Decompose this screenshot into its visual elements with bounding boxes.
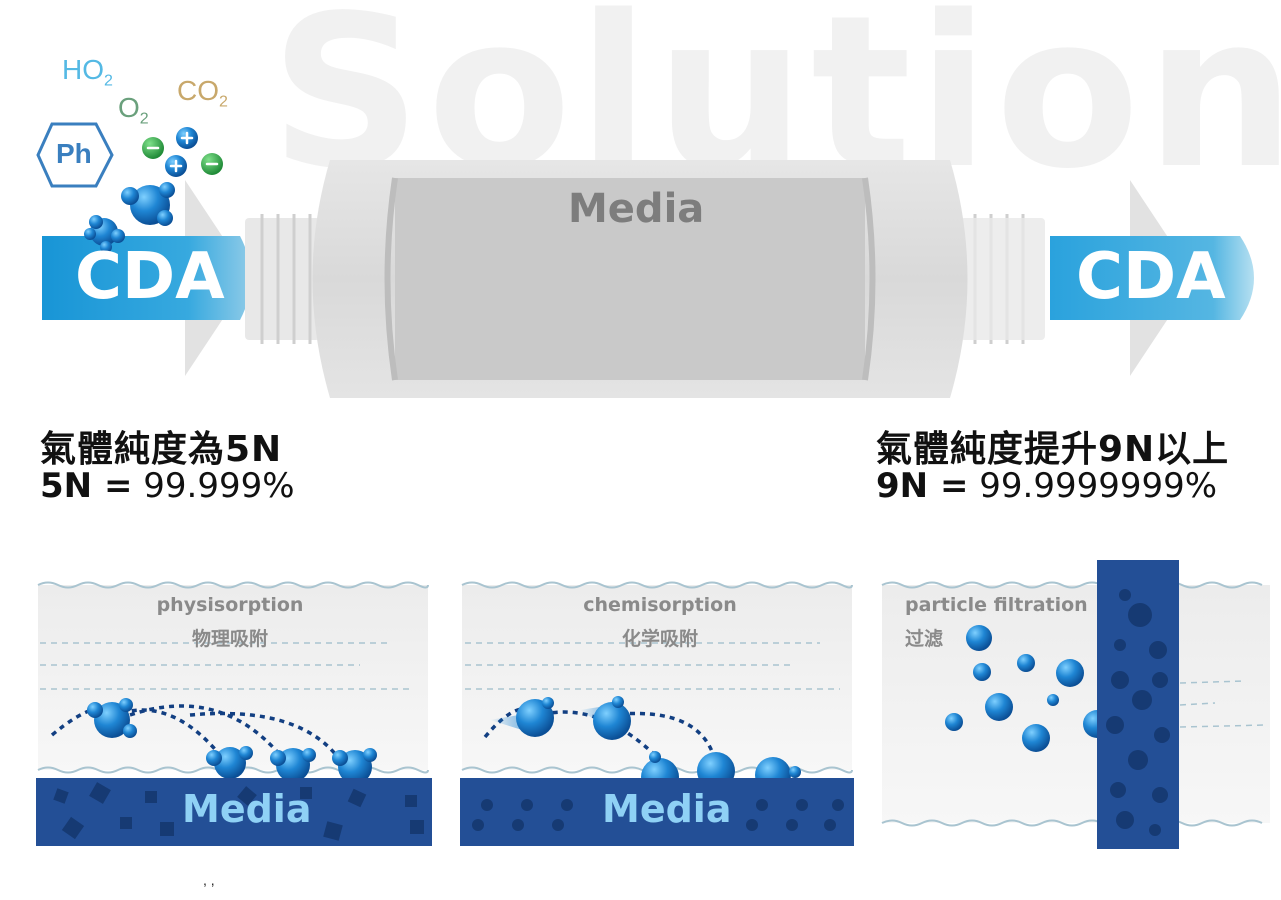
mechanism-panels [36,560,1270,849]
purity-after-title: 氣體純度提升9N以上 [876,429,1230,470]
physisorption-media-label: Media [182,787,312,831]
filter-media-label: Media [568,186,705,232]
cda-inlet-label: CDA [75,240,225,314]
purity-before-title: 氣體純度為5N [40,429,283,470]
chemisorption-title: chemisorption 化学吸附 [583,594,737,650]
o2-label: O2 [118,92,149,128]
filter-illustration [36,122,1254,398]
purity-after-equation: 9N = 99.9999999% [876,466,1218,506]
cda-outlet-bar [1050,236,1254,320]
chemisorption-panel [460,581,854,846]
ph-hexagon [36,122,114,188]
co2-label: CO2 [177,75,228,111]
purity-before-equation: 5N = 99.999% [40,466,295,506]
filtration-panel [881,560,1270,849]
ph-label: Ph [56,138,92,169]
ho2-label: HO2 [62,54,113,90]
cda-inlet-bar [42,236,251,320]
filtration-title: particle filtration 过滤 [905,594,1088,650]
cda-outlet-label: CDA [1076,240,1226,314]
footnote: , , [203,872,215,888]
chemisorption-media-label: Media [602,787,732,831]
physisorption-title: physisorption 物理吸附 [156,594,304,650]
physisorption-panel [36,581,432,846]
